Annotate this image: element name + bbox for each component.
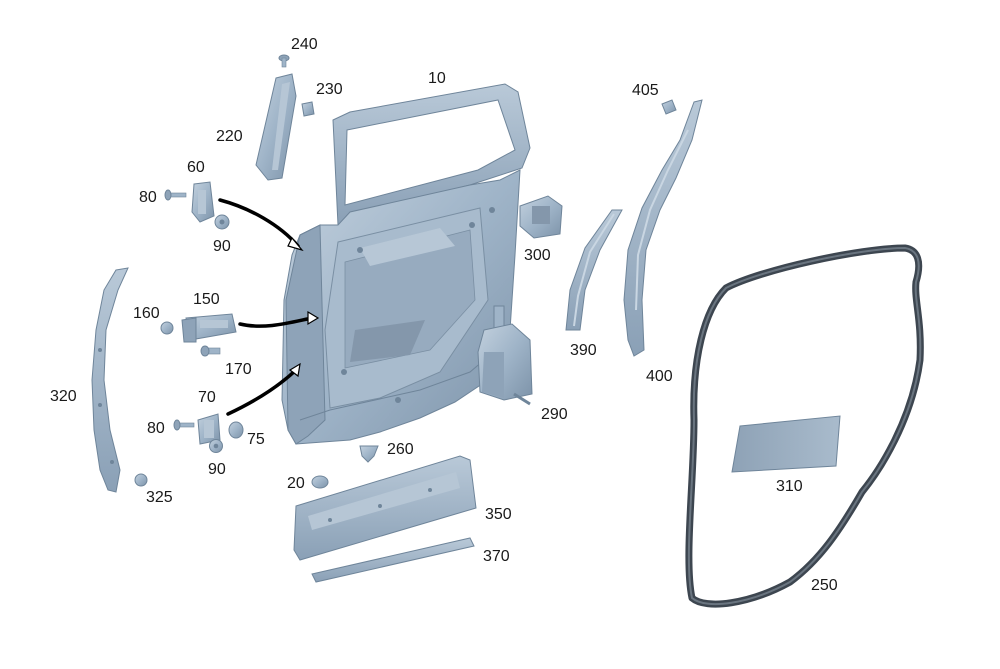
label-bolt-80-lower: 80 bbox=[147, 420, 165, 437]
bump-stop-part bbox=[311, 475, 329, 489]
label-pad-310: 310 bbox=[776, 478, 803, 495]
label-cap-75: 75 bbox=[247, 431, 265, 448]
label-plug-325: 325 bbox=[146, 489, 173, 506]
lower-hinge-part bbox=[197, 413, 221, 445]
label-clip-260: 260 bbox=[387, 441, 414, 458]
label-nut-90-lower: 90 bbox=[208, 461, 226, 478]
label-lock-300: 300 bbox=[524, 247, 551, 264]
cap-lower-part bbox=[228, 421, 244, 439]
label-upper-hinge-60: 60 bbox=[187, 159, 205, 176]
curved-trim-part bbox=[565, 209, 623, 331]
pointer-check-strap bbox=[238, 316, 314, 328]
actuator-part bbox=[477, 305, 533, 406]
door-frame-part bbox=[281, 83, 531, 445]
label-lower-hinge-70: 70 bbox=[198, 389, 216, 406]
nut-upper-part bbox=[214, 214, 230, 230]
upper-hinge-part bbox=[191, 181, 215, 223]
pointer-lower-hinge bbox=[226, 368, 298, 416]
check-strap-part bbox=[181, 313, 237, 343]
label-seal-320: 320 bbox=[50, 388, 77, 405]
nut-lower-part bbox=[209, 439, 223, 453]
sill-strip-part bbox=[311, 537, 475, 583]
pointer-upper-hinge bbox=[218, 198, 300, 248]
label-screw-240: 240 bbox=[291, 36, 318, 53]
label-trim-390: 390 bbox=[570, 342, 597, 359]
screw-240-part bbox=[278, 54, 290, 68]
center-clip-part bbox=[359, 445, 379, 463]
clip-405-part bbox=[661, 99, 677, 115]
label-bolt-80-upper: 80 bbox=[139, 189, 157, 206]
pointer-tips bbox=[287, 236, 320, 378]
upper-trim-strip-part bbox=[255, 73, 297, 181]
label-check-strap-150: 150 bbox=[193, 291, 220, 308]
label-sill-strip-370: 370 bbox=[483, 548, 510, 565]
front-seal-part bbox=[91, 267, 129, 493]
label-bump-20: 20 bbox=[287, 475, 305, 492]
label-actuator-290: 290 bbox=[541, 406, 568, 423]
label-clip-405: 405 bbox=[632, 82, 659, 99]
label-nut-90-upper: 90 bbox=[213, 238, 231, 255]
label-seal-250: 250 bbox=[811, 577, 838, 594]
door-lock-part bbox=[519, 195, 563, 239]
label-clip-230: 230 bbox=[316, 81, 343, 98]
label-bolt-170: 170 bbox=[225, 361, 252, 378]
check-bolt-part bbox=[200, 345, 221, 357]
clip-230-part bbox=[301, 101, 315, 117]
label-sill-trim-350: 350 bbox=[485, 506, 512, 523]
sill-trim-part bbox=[293, 455, 477, 561]
weatherstrip-b-part bbox=[623, 99, 703, 357]
bolt-lower-part bbox=[173, 419, 195, 431]
label-weatherstrip-400: 400 bbox=[646, 368, 673, 385]
plug-front-part bbox=[134, 473, 148, 487]
door-seal-part bbox=[685, 244, 924, 608]
bolt-upper-part bbox=[164, 189, 187, 201]
label-grommet-160: 160 bbox=[133, 305, 160, 322]
label-trim-220: 220 bbox=[216, 128, 243, 145]
grommet-part bbox=[160, 321, 174, 335]
sound-pad-part bbox=[731, 415, 841, 473]
label-door-frame-10: 10 bbox=[428, 70, 446, 87]
